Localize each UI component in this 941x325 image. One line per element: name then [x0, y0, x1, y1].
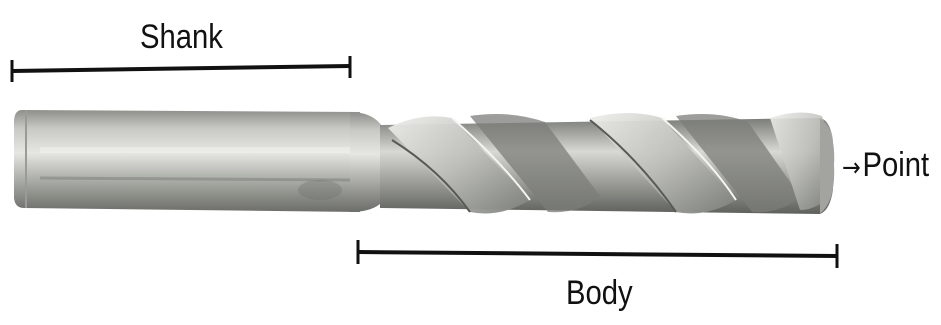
shank-label: Shank: [140, 20, 223, 54]
point-label-text: Point: [862, 146, 929, 184]
drill-body: [380, 112, 833, 214]
arrow-right-icon: →: [842, 153, 861, 183]
shank-dimension-line: [12, 56, 350, 82]
point-label: →Point: [842, 148, 929, 182]
drill-shank: [14, 110, 360, 212]
body-dimension-line: [358, 240, 837, 268]
drill-point: [820, 118, 834, 214]
body-label: Body: [566, 276, 633, 310]
